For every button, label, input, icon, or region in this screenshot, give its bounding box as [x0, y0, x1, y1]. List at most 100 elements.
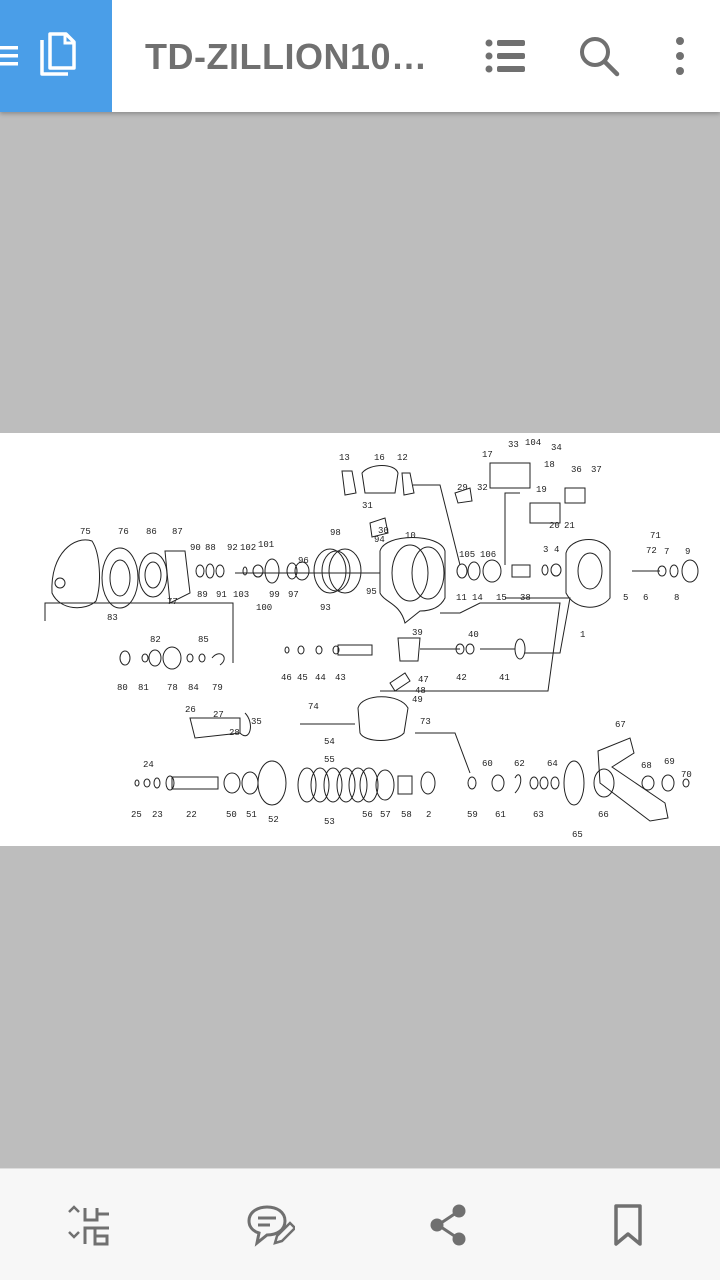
- part-number-label: 36: [571, 465, 582, 475]
- part-number-label: 64: [547, 759, 558, 769]
- part-number-label: 93: [320, 603, 331, 613]
- part-number-label: 63: [533, 810, 544, 820]
- part-number-label: 1: [580, 630, 585, 640]
- part-number-label: 16: [374, 453, 385, 463]
- part-number-label: 71: [650, 531, 661, 541]
- part-number-label: 13: [339, 453, 350, 463]
- part-number-label: 53: [324, 817, 335, 827]
- document-pages-icon: [38, 32, 78, 78]
- part-number-label: 95: [366, 587, 377, 597]
- part-number-label: 45: [297, 673, 308, 683]
- part-number-label: 91: [216, 590, 227, 600]
- part-number-label: 99: [269, 590, 280, 600]
- part-number-label: 60: [482, 759, 493, 769]
- comment-edit-icon: [245, 1203, 295, 1247]
- part-number-label: 103: [233, 590, 249, 600]
- collapse-icon: [65, 1204, 111, 1246]
- part-number-label: 26: [185, 705, 196, 715]
- app-bar: TD-ZILLION100...: [0, 0, 720, 112]
- outline-list-icon: [485, 39, 525, 73]
- part-67-handle-arm: [597, 737, 669, 822]
- part-number-label: 78: [167, 683, 178, 693]
- part-number-label: 76: [118, 527, 129, 537]
- part-number-label: 73: [420, 717, 431, 727]
- part-number-label: 100: [256, 603, 272, 613]
- part-number-label: 29: [457, 483, 468, 493]
- part-number-label: 88: [205, 543, 216, 553]
- part-number-label: 44: [315, 673, 326, 683]
- part-number-label: 72: [646, 546, 657, 556]
- document-toggle-button[interactable]: [0, 0, 112, 112]
- menu-icon: [0, 44, 20, 68]
- part-number-label: 38: [520, 593, 531, 603]
- search-icon: [578, 35, 620, 77]
- part-number-label: 35: [251, 717, 262, 727]
- part-number-label: 101: [258, 540, 274, 550]
- part-number-label: 40: [468, 630, 479, 640]
- part-number-label: 102: [240, 543, 256, 553]
- part-number-label: 19: [536, 485, 547, 495]
- part-number-label: 9: [685, 547, 690, 557]
- part-number-label: 96: [298, 556, 309, 566]
- part-number-label: 18: [544, 460, 555, 470]
- part-number-label: 90: [190, 543, 201, 553]
- part-number-label: 89: [197, 590, 208, 600]
- part-number-label: 106: [480, 550, 496, 560]
- comment-edit-button[interactable]: [242, 1197, 298, 1253]
- part-number-label: 69: [664, 757, 675, 767]
- part-number-label: 12: [397, 453, 408, 463]
- part-number-label: 92: [227, 543, 238, 553]
- part-number-label: 67: [615, 720, 626, 730]
- part-number-label: 2: [426, 810, 431, 820]
- part-number-label: 47: [418, 675, 429, 685]
- part-number-label: 25: [131, 810, 142, 820]
- part-number-label: 30: [378, 526, 389, 536]
- collapse-button[interactable]: [60, 1197, 116, 1253]
- part-number-label: 66: [598, 810, 609, 820]
- part-number-label: 7: [664, 547, 669, 557]
- part-number-label: 59: [467, 810, 478, 820]
- part-number-label: 58: [401, 810, 412, 820]
- part-number-label: 105: [459, 550, 475, 560]
- more-options-button[interactable]: [652, 28, 708, 84]
- bookmark-button[interactable]: [600, 1197, 656, 1253]
- part-number-label: 34: [551, 443, 562, 453]
- part-number-label: 3: [543, 545, 548, 555]
- part-number-label: 37: [591, 465, 602, 475]
- part-number-label: 10: [405, 531, 416, 541]
- part-number-label: 32: [477, 483, 488, 493]
- part-number-label: 23: [152, 810, 163, 820]
- bookmark-icon: [613, 1203, 643, 1247]
- part-number-label: 31: [362, 501, 373, 511]
- part-number-label: 70: [681, 770, 692, 780]
- part-number-label: 11: [456, 593, 467, 603]
- part-number-label: 57: [380, 810, 391, 820]
- share-icon: [428, 1203, 468, 1247]
- part-number-label: 5: [623, 593, 628, 603]
- search-button[interactable]: [571, 28, 627, 84]
- part-number-label: 54: [324, 737, 335, 747]
- part-number-label: 75: [80, 527, 91, 537]
- part-number-label: 20: [549, 521, 560, 531]
- part-number-label: 83: [107, 613, 118, 623]
- part-number-label: 94: [374, 535, 385, 545]
- part-number-label: 55: [324, 755, 335, 765]
- share-button[interactable]: [420, 1197, 476, 1253]
- part-number-label: 81: [138, 683, 149, 693]
- part-number-label: 8: [674, 593, 679, 603]
- part-number-label: 87: [172, 527, 183, 537]
- part-number-label: 42: [456, 673, 467, 683]
- part-number-label: 79: [212, 683, 223, 693]
- bottom-toolbar: [0, 1168, 720, 1280]
- part-number-label: 82: [150, 635, 161, 645]
- part-number-label: 84: [188, 683, 199, 693]
- part-number-label: 22: [186, 810, 197, 820]
- part-75-knob: [51, 539, 100, 609]
- part-number-label: 86: [146, 527, 157, 537]
- part-number-label: 65: [572, 830, 583, 840]
- part-number-label: 43: [335, 673, 346, 683]
- outline-list-button[interactable]: [477, 28, 533, 84]
- part-number-label: 51: [246, 810, 257, 820]
